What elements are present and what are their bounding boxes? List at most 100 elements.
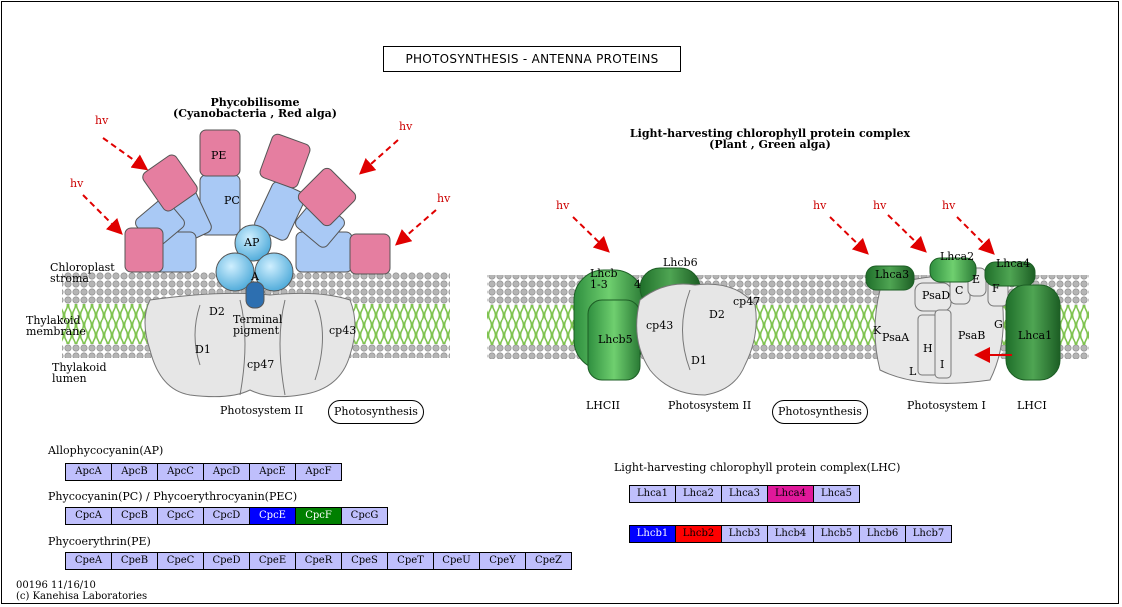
k-label: K [873,324,882,337]
gene-box[interactable]: Lhca3 [721,485,768,503]
psi-label: Photosystem I [907,399,986,412]
phycobilisome-subtitle: (Cyanobacteria , Red alga) [173,107,337,120]
lhca2-label: Lhca2 [940,250,975,263]
gene-box[interactable]: ApcF [295,463,342,481]
gene-box[interactable]: Lhcb7 [905,525,952,543]
gene-box[interactable]: Lhcb4 [767,525,814,543]
photosynthesis-link-right[interactable]: Photosynthesis [772,400,868,424]
gene-box[interactable]: CpcG [341,507,388,525]
gene-box[interactable]: Lhcb1 [629,525,676,543]
lumen-label-2: lumen [52,372,87,385]
gene-box[interactable]: CpeY [479,552,526,570]
d2-label: D2 [209,305,225,318]
gene-box[interactable]: CpcC [157,507,204,525]
gene-box[interactable]: Lhca5 [813,485,860,503]
c-label: C [955,284,964,297]
gene-box[interactable]: CpcE [249,507,296,525]
map-id: 00196 11/16/10 [16,580,96,591]
apc-gene-row: ApcA ApcB ApcC ApcD ApcE ApcF [65,463,342,481]
phycobilisome-title: Phycobilisome [210,96,300,109]
gene-box[interactable]: ApcC [157,463,204,481]
gene-box[interactable]: CpeZ [525,552,572,570]
terminal-pigment-label-2: pigment [233,324,280,337]
lhc-heading: Light-harvesting chlorophyll protein com… [614,461,901,474]
allophycocyanin-heading: Allophycocyanin(AP) [48,444,164,457]
membrane-label: Thylakoid [26,314,81,327]
light-arrows [82,137,1012,363]
gene-box[interactable]: Lhca4 [767,485,814,503]
gene-box[interactable]: Lhca1 [629,485,676,503]
a-label: A [251,270,259,283]
gene-box[interactable]: CpcF [295,507,342,525]
cp43-right-label: cp43 [646,319,674,332]
gene-box[interactable]: ApcA [65,463,112,481]
ap-label: AP [244,236,260,249]
psaa-label: PsaA [882,331,910,344]
lhca1-label: Lhca1 [1018,329,1053,342]
lhcb13-label: 1-3 [590,278,608,291]
psii-right-label: Photosystem II [668,399,752,412]
lhcii-label: LHCII [586,399,621,412]
lhcb-gene-row: Lhcb1 Lhcb2 Lhcb3 Lhcb4 Lhcb5 Lhcb6 Lhcb… [629,525,952,543]
gene-box[interactable]: Lhcb3 [721,525,768,543]
l-label: L [909,365,917,378]
copyright: (c) Kanehisa Laboratories [16,591,148,602]
lhca-gene-row: Lhca1 Lhca2 Lhca3 Lhca4 Lhca5 [629,485,860,503]
hv-label: hv [70,177,84,190]
phycobilisome [124,129,391,309]
right-photosystem-ii [636,283,757,396]
gene-box[interactable]: CpeR [295,552,342,570]
h-label: H [923,342,933,355]
membrane-label-2: membrane [26,325,86,338]
d1-label: D1 [195,343,211,356]
gene-box[interactable]: ApcB [111,463,158,481]
gene-box[interactable]: CpeA [65,552,112,570]
hv-label: hv [813,199,827,212]
photosynthesis-link[interactable]: Photosynthesis [328,400,424,424]
cp47-right-label: cp47 [733,295,761,308]
map-title: PHOTOSYNTHESIS - ANTENNA PROTEINS [383,46,681,72]
gene-box[interactable]: CpeD [203,552,250,570]
d1-right-label: D1 [691,354,707,367]
i-label: I [940,358,945,371]
gene-box[interactable]: CpcD [203,507,250,525]
e-label: E [972,273,981,286]
lumen-label: Thylakoid [52,361,107,374]
gene-box[interactable]: CpeS [341,552,388,570]
cp43-label: cp43 [329,324,357,337]
lhc-complex-title: Light-harvesting chlorophyll protein com… [629,127,911,140]
gene-box[interactable]: CpeT [387,552,434,570]
gene-box[interactable]: ApcE [249,463,296,481]
lhcb4-label: 4 [634,278,641,291]
photosystem-i [874,267,1009,384]
lhc-complex-subtitle: (Plant , Green alga) [709,138,831,151]
pe-label: PE [211,149,227,162]
gene-box[interactable]: Lhcb6 [859,525,906,543]
gene-box[interactable]: Lhca2 [675,485,722,503]
gene-box[interactable]: Lhcb5 [813,525,860,543]
g-label: G [994,318,1003,331]
lhci-label: LHCI [1017,399,1047,412]
gene-box[interactable]: CpeB [111,552,158,570]
gene-box[interactable]: CpcA [65,507,112,525]
cp47-label: cp47 [247,358,275,371]
lhcb5-label: Lhcb5 [598,333,633,346]
gene-box[interactable]: CpeU [433,552,480,570]
lhcii-complex [573,267,701,381]
hv-label: hv [95,114,109,127]
gene-box[interactable]: CpcB [111,507,158,525]
gene-box[interactable]: ApcD [203,463,250,481]
lhca4-label: Lhca4 [996,257,1031,270]
hv-label: hv [437,192,451,205]
gene-box[interactable]: Lhcb2 [675,525,722,543]
gene-box[interactable]: CpeC [157,552,204,570]
stroma-label: Chloroplast [50,261,115,274]
left-photosystem-ii [144,292,356,398]
hv-label: hv [399,120,413,133]
f-label: F [992,282,1000,295]
phycoerythrin-heading: Phycoerythrin(PE) [48,535,151,548]
lhci-complex [865,257,1061,381]
terminal-pigment-label: Terminal [233,313,283,326]
gene-box[interactable]: CpeE [249,552,296,570]
